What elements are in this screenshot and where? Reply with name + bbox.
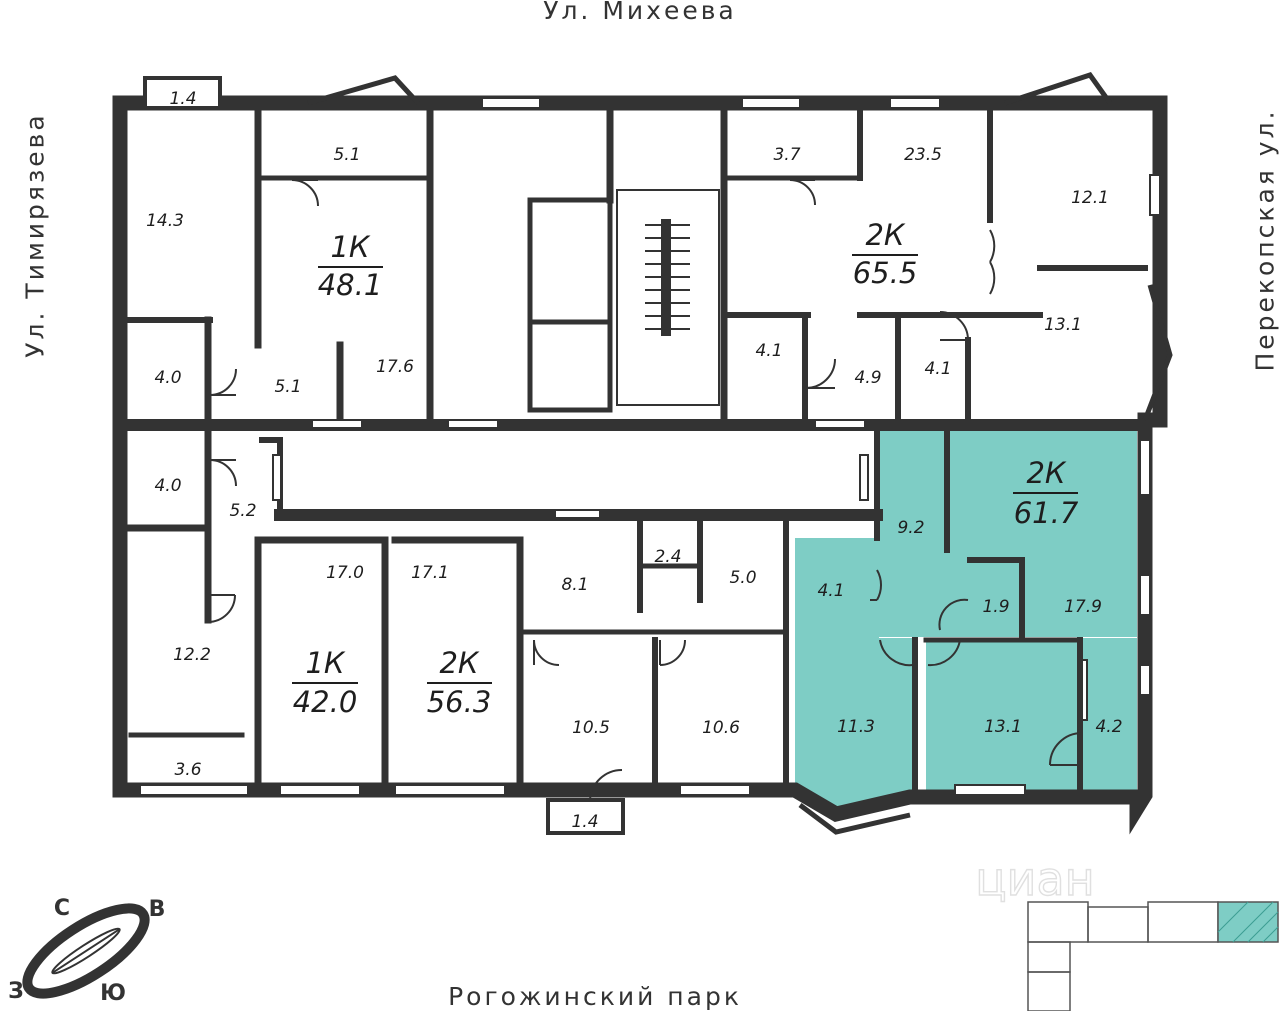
room-area-label: 17.0 xyxy=(326,563,364,583)
highlighted-apartment-fill xyxy=(795,431,1137,814)
compass-east: В xyxy=(149,897,166,922)
room-area-label: 17.6 xyxy=(376,357,414,377)
room-area-label: 14.3 xyxy=(146,211,184,231)
bay-windows xyxy=(307,72,1173,835)
apartment-type-label: 2К xyxy=(1026,456,1066,490)
room-labels: 1.4 5.1 14.3 4.0 5.1 17.6 3.7 23.5 12.1 … xyxy=(146,89,1122,832)
apartment-area-label: 56.3 xyxy=(427,685,492,719)
room-area-label: 4.0 xyxy=(154,476,181,496)
apartment-type-label: 1К xyxy=(305,646,345,680)
balconies xyxy=(143,76,625,835)
apartment-label-1k-48: 1К 48.1 xyxy=(318,230,383,302)
room-area-label: 11.3 xyxy=(837,717,875,737)
street-label-top: Ул. Михеева xyxy=(543,0,737,25)
compass: С В Ю З xyxy=(8,896,166,1006)
room-area-label: 4.1 xyxy=(817,581,844,601)
room-area-label: 4.1 xyxy=(755,341,782,361)
room-area-label: 5.1 xyxy=(274,377,301,397)
watermark-text: циан xyxy=(975,852,1094,906)
watermark: циан xyxy=(975,851,1096,906)
apartment-type-label: 1К xyxy=(330,230,370,264)
room-area-label: 5.1 xyxy=(333,145,360,165)
room-area-label: 10.5 xyxy=(572,718,610,738)
room-area-label: 1.4 xyxy=(169,89,196,109)
room-area-label: 10.6 xyxy=(702,718,740,738)
compass-north: С xyxy=(54,896,70,921)
room-area-label: 4.9 xyxy=(854,368,881,388)
room-area-label: 23.5 xyxy=(904,145,942,165)
building-key-plan xyxy=(1027,901,1279,1011)
compass-west: З xyxy=(8,979,24,1004)
apartment-label-1k-42: 1К 42.0 xyxy=(292,646,358,719)
room-area-label: 8.1 xyxy=(561,575,588,595)
room-area-label: 9.2 xyxy=(897,518,924,538)
windows xyxy=(139,97,1161,796)
room-area-label: 5.2 xyxy=(229,501,256,521)
apartment-label-2k-65: 2К 65.5 xyxy=(852,218,918,290)
room-area-label: 12.1 xyxy=(1071,188,1109,208)
room-area-label: 17.9 xyxy=(1064,597,1102,617)
room-area-label: 3.6 xyxy=(174,760,201,780)
apartment-area-label: 65.5 xyxy=(853,256,918,290)
apartment-labels: 1К 48.1 2К 65.5 2К 61.7 1К 42.0 2К 56.3 xyxy=(292,218,1079,719)
doors xyxy=(207,179,1083,801)
room-area-label: 12.2 xyxy=(173,645,211,665)
staircase xyxy=(616,189,720,406)
room-area-label: 1.9 xyxy=(982,597,1009,617)
street-label-bottom: Рогожинский парк xyxy=(448,982,742,1011)
room-area-label: 13.1 xyxy=(1044,315,1082,335)
apartment-type-label: 2К xyxy=(439,646,479,680)
room-area-label: 4.1 xyxy=(924,359,951,379)
room-area-label: 1.4 xyxy=(571,812,598,832)
room-area-label: 3.7 xyxy=(773,145,800,165)
apartment-type-label: 2К xyxy=(865,218,905,252)
apartment-label-2k-61: 2К 61.7 xyxy=(1013,456,1079,530)
apartment-label-2k-56: 2К 56.3 xyxy=(427,646,492,719)
room-area-label: 2.4 xyxy=(654,547,681,567)
compass-south: Ю xyxy=(100,981,126,1006)
room-area-label: 17.1 xyxy=(411,563,449,583)
apartment-area-label: 48.1 xyxy=(318,268,383,302)
room-area-label: 4.0 xyxy=(154,368,181,388)
room-area-label: 5.0 xyxy=(729,568,756,588)
apartment-area-label: 61.7 xyxy=(1014,496,1079,530)
room-area-label: 13.1 xyxy=(984,717,1022,737)
room-area-label: 4.2 xyxy=(1095,717,1122,737)
apartment-area-label: 42.0 xyxy=(293,685,358,719)
